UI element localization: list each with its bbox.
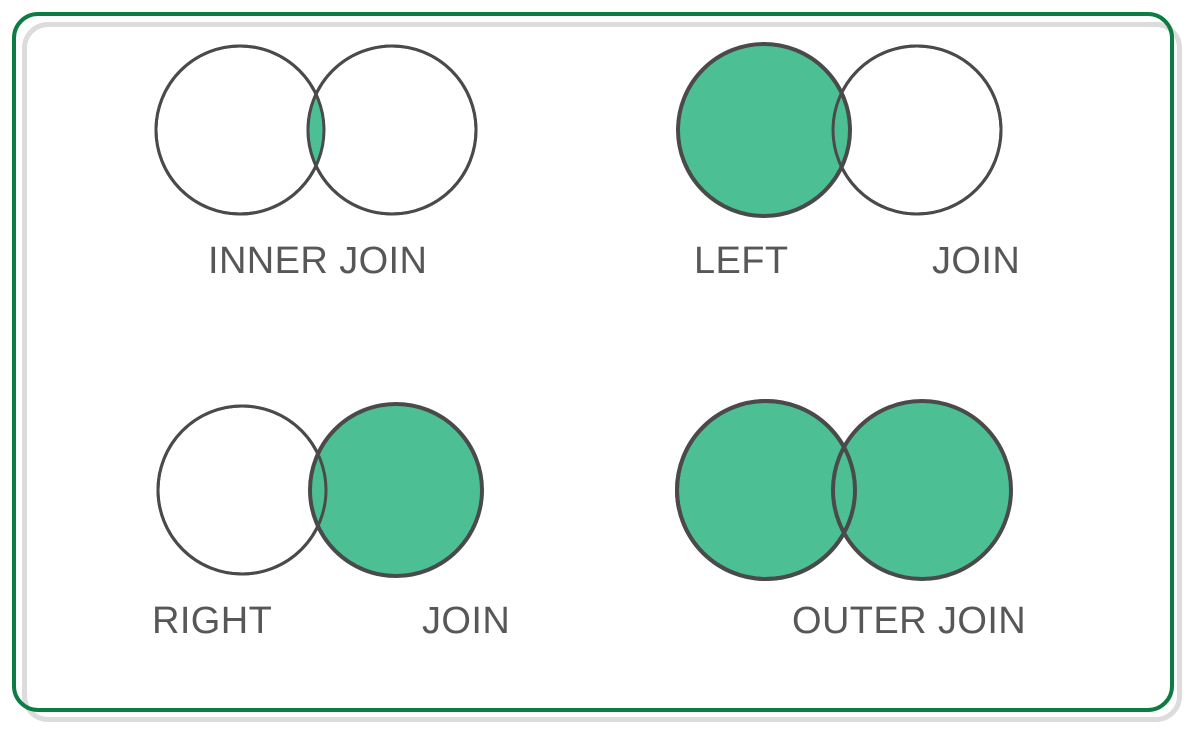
panel-left-join: LEFT JOIN xyxy=(672,42,1027,302)
panel-right-join: RIGHT JOIN xyxy=(148,398,528,658)
venn-left-circle-outline xyxy=(675,399,857,581)
venn-right-circle-outline xyxy=(831,44,1003,216)
venn-left-circle-outline xyxy=(154,44,326,216)
panel-label-left-join-word2: JOIN xyxy=(932,240,1021,282)
panel-outer-join: OUTER JOIN xyxy=(672,398,1027,658)
panel-label-outer-join: OUTER JOIN xyxy=(792,600,1027,642)
panel-label-right-join-word1: RIGHT xyxy=(152,600,273,642)
venn-right-circle xyxy=(831,399,1013,581)
venn-right-circle xyxy=(308,402,484,578)
venn-right-join xyxy=(156,402,484,578)
venn-left-join xyxy=(676,42,1003,218)
panel-inner-join: INNER JOIN xyxy=(150,42,495,302)
venn-outer-join xyxy=(675,399,1013,581)
panel-label-inner-join: INNER JOIN xyxy=(208,240,428,282)
panel-label-right-join-word2: JOIN xyxy=(422,600,511,642)
venn-left-circle xyxy=(676,42,852,218)
venn-right-circle-outline xyxy=(306,44,478,216)
venn-left-circle-outline xyxy=(156,404,328,576)
venn-inner-join xyxy=(154,44,478,216)
frame-border xyxy=(12,12,1174,712)
panel-label-left-join-word1: LEFT xyxy=(694,240,789,282)
